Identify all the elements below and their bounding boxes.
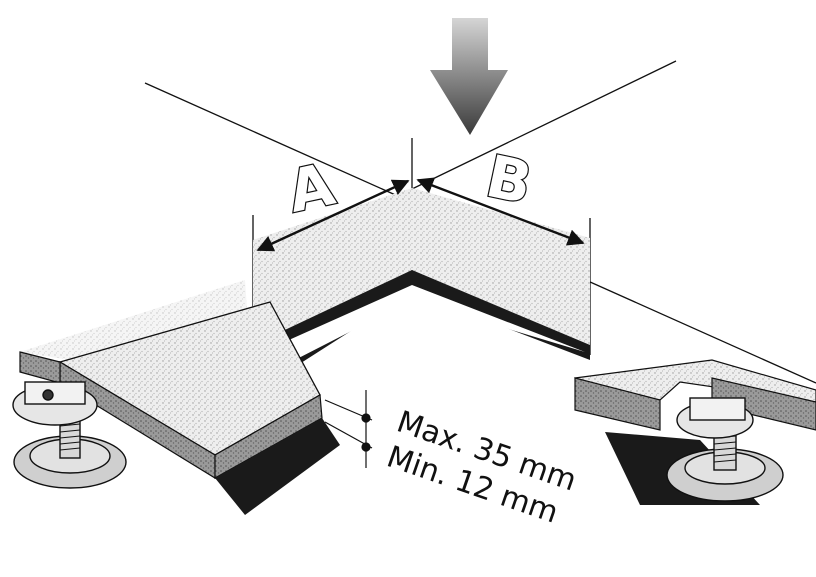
pedestal-icon bbox=[12, 381, 127, 489]
label-b: B bbox=[480, 142, 537, 218]
label-a: A bbox=[282, 150, 340, 226]
dimension-a-line bbox=[256, 179, 410, 252]
height-indicators bbox=[324, 390, 373, 468]
load-arrow-icon bbox=[430, 18, 508, 135]
dimension-arrows bbox=[256, 177, 585, 252]
tile-right-front bbox=[574, 377, 661, 431]
tile-left-shadow bbox=[215, 418, 340, 515]
tile-right-far bbox=[711, 377, 816, 431]
pedestal-icon bbox=[666, 397, 784, 502]
dimension-b-line bbox=[416, 177, 585, 246]
